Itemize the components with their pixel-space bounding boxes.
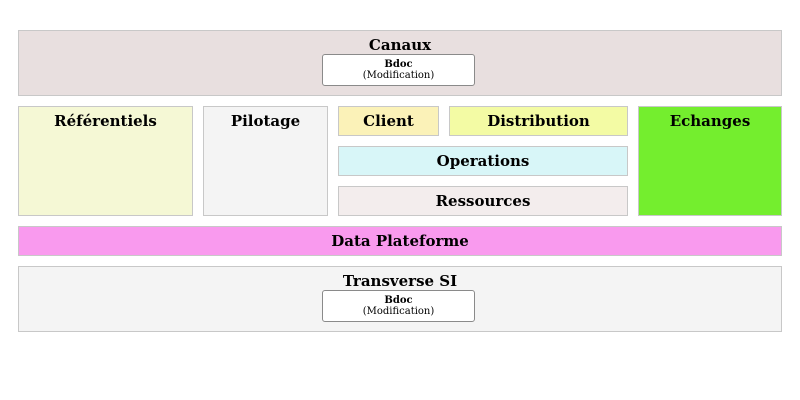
- domain-title: Ressources: [435, 192, 531, 210]
- domain-pilotage: Pilotage: [203, 106, 328, 216]
- domain-title: Echanges: [669, 112, 751, 130]
- domain-operations: Operations: [338, 146, 628, 176]
- domain-distribution: Distribution: [449, 106, 628, 136]
- domain-title: Distribution: [487, 112, 590, 130]
- domain-title: Pilotage: [230, 112, 301, 130]
- app-status: (Modification): [362, 306, 435, 317]
- app-name: Bdoc: [384, 295, 413, 306]
- domain-title: Operations: [436, 152, 530, 170]
- domain-title: Canaux: [368, 36, 432, 54]
- domain-canaux: Canaux Bdoc (Modification): [18, 30, 782, 96]
- domain-transverse-si: Transverse SI Bdoc (Modification): [18, 266, 782, 332]
- domain-echanges: Echanges: [638, 106, 782, 216]
- domain-title: Data Plateforme: [331, 232, 469, 250]
- domain-title: Transverse SI: [342, 272, 458, 290]
- app-status: (Modification): [362, 70, 435, 81]
- domain-referentiels: Référentiels: [18, 106, 193, 216]
- domain-data-plateforme: Data Plateforme: [18, 226, 782, 256]
- domain-ressources: Ressources: [338, 186, 628, 216]
- domain-title: Référentiels: [54, 112, 157, 130]
- domain-client: Client: [338, 106, 439, 136]
- app-card-bdoc[interactable]: Bdoc (Modification): [322, 54, 475, 86]
- app-name: Bdoc: [384, 59, 413, 70]
- app-card-bdoc[interactable]: Bdoc (Modification): [322, 290, 475, 322]
- domain-title: Client: [363, 112, 414, 130]
